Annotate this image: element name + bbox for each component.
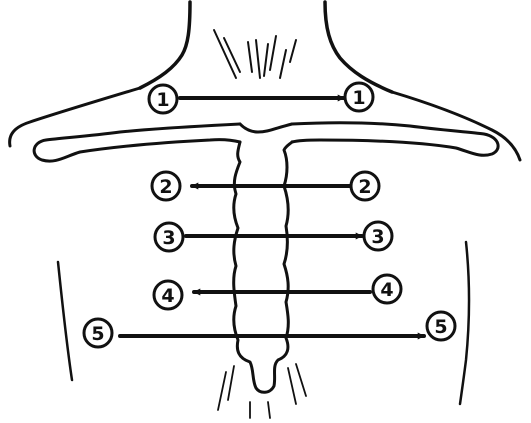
arrow-3-end-marker: 3	[364, 222, 392, 250]
arrow-4-start-marker: 4	[373, 275, 401, 303]
arrow-3-start-label: 3	[162, 227, 175, 249]
neck-right-outline	[325, 2, 392, 92]
arrow-5-start-marker: 5	[84, 319, 112, 347]
arrow-5-end-marker: 5	[427, 312, 455, 340]
left-torso-line	[58, 262, 72, 380]
arrow-1-start-label: 1	[156, 89, 169, 111]
right-torso-line	[460, 242, 469, 404]
arrow-4-end-label: 4	[161, 285, 174, 307]
arrow-1-end-marker: 1	[345, 83, 373, 111]
arrow-2-end-label: 2	[159, 176, 172, 198]
neck-left-outline	[140, 2, 190, 88]
sternum	[234, 124, 292, 392]
arrow-3-start-marker: 3	[155, 223, 183, 251]
arrow-2-start-marker: 2	[351, 172, 379, 200]
arrow-4-end-marker: 4	[154, 281, 182, 309]
arrow-5-start-label: 5	[91, 323, 104, 345]
arrow-4-start-label: 4	[380, 279, 393, 301]
neck-muscle-strokes	[214, 30, 296, 78]
left-clavicle	[34, 124, 240, 161]
arrow-2-start-label: 2	[358, 176, 371, 198]
arrow-3-end-label: 3	[371, 226, 384, 248]
arrow-1-end-label: 1	[352, 87, 365, 109]
arrow-2-end-marker: 2	[152, 172, 180, 200]
right-clavicle	[292, 123, 498, 156]
arrow-1-start-marker: 1	[149, 85, 177, 113]
arrow-5-end-label: 5	[434, 316, 447, 338]
